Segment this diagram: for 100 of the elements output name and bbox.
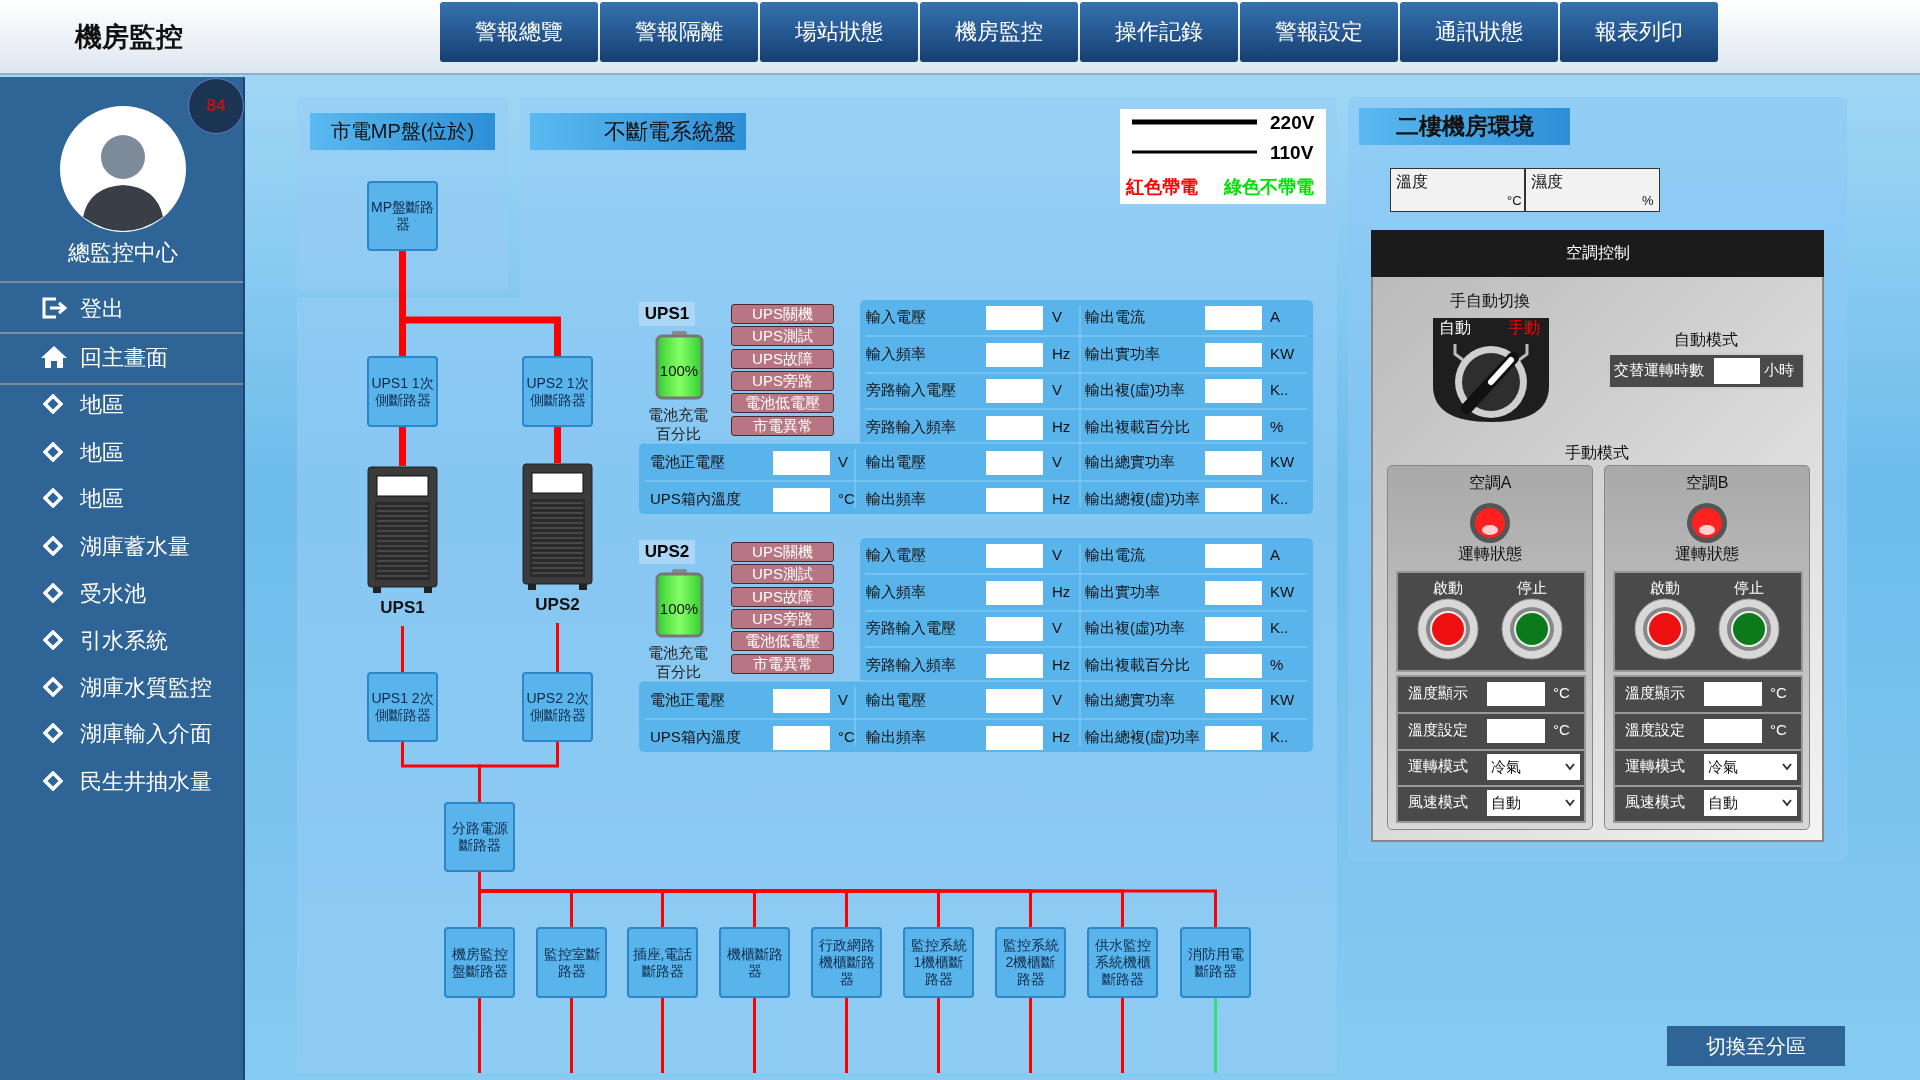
battery-percent: 100%: [659, 599, 699, 617]
field-label: 輸出實功率: [1085, 582, 1160, 602]
nav-tab: 操作記錄: [1080, 2, 1238, 62]
dropdown: 冷氣: [1704, 754, 1797, 780]
status-label: 運轉狀態: [1675, 543, 1739, 564]
status-indicator: UPS關機: [731, 304, 834, 324]
switch-button: 切換至分區: [1667, 1026, 1845, 1066]
unit-label: V: [1052, 691, 1062, 708]
power-line: [1029, 998, 1032, 1073]
breaker-box: MP盤斷路器: [367, 181, 438, 251]
power-line: [937, 998, 940, 1073]
unit-label: %: [1270, 655, 1284, 673]
unit-label: Hz: [1052, 582, 1071, 600]
panel-heading: 不斷電系統盤: [530, 113, 746, 150]
field-label: 溫度顯示: [1408, 684, 1468, 703]
breaker-box: 監控室斷路器: [536, 927, 607, 998]
nav-tab: 警報隔離: [600, 2, 758, 62]
unit-label: V: [1052, 453, 1062, 470]
unit-label: Hz: [1052, 655, 1071, 673]
nav-tab: 警報設定: [1240, 2, 1398, 62]
menu-item: 地區: [80, 391, 124, 419]
breaker-box: 行政網路機櫃斷路器: [811, 927, 882, 998]
unit-label: Hz: [1052, 728, 1071, 745]
unit-label: V: [1052, 308, 1062, 325]
unit-label: KW: [1270, 691, 1295, 708]
menu-item: 受水池: [80, 580, 146, 608]
field-label: 輸出實功率: [1085, 344, 1160, 364]
unit-label: %: [1642, 193, 1654, 208]
field-label: 旁路輸入電壓: [866, 381, 956, 400]
breaker-box: 消防用電斷路器: [1180, 927, 1251, 998]
unit-label: °C: [1553, 721, 1570, 738]
switch-position-label: 自動: [1439, 318, 1471, 338]
status-indicator: UPS旁路: [731, 608, 834, 629]
field-label: 輸出總複(虛)功率: [1085, 490, 1200, 509]
battery-caption: 電池充電百分比: [647, 405, 709, 444]
power-line: [554, 427, 561, 463]
field-label: 溫度: [1396, 172, 1428, 192]
status-indicator: UPS故障: [731, 586, 834, 607]
unit-name: UPS1: [379, 598, 426, 618]
unit-label: Hz: [1052, 417, 1071, 435]
field-label: 旁路輸入頻率: [866, 417, 956, 437]
button-label: 停止: [1734, 578, 1764, 598]
button-label: 啟動: [1650, 578, 1680, 598]
unit-label: K..: [1270, 728, 1289, 745]
unit-label: K..: [1270, 381, 1289, 398]
field-label: 輸出頻率: [866, 490, 926, 509]
power-line: [753, 998, 756, 1073]
menu-item: 回主畫面: [80, 344, 168, 372]
breaker-box: UPS2 1次側斷路器: [522, 356, 593, 427]
menu-item: 引水系統: [80, 627, 168, 655]
field-label: 輸出電流: [1085, 546, 1145, 565]
breaker-box: UPS1 2次側斷路器: [367, 672, 438, 742]
status-indicator: 市電異常: [731, 653, 834, 674]
menu-item: 民生井抽水量: [80, 768, 212, 796]
breaker-box: 監控系統2機櫃斷路器: [995, 927, 1066, 998]
legend-label: 220V: [1270, 112, 1315, 134]
unit-label: °C: [1770, 684, 1787, 701]
unit-label: V: [838, 691, 848, 708]
field-label: 輸出電流: [1085, 308, 1145, 327]
field-label: 溫度設定: [1625, 721, 1685, 740]
unit-label: °C: [838, 728, 855, 745]
field-label: 溫度顯示: [1625, 684, 1685, 703]
menu-item: 湖庫水質監控: [80, 674, 212, 702]
field-label: 輸出電壓: [866, 691, 926, 710]
field-label: 濕度: [1531, 172, 1563, 192]
field-label: 風速模式: [1625, 793, 1685, 812]
field-label: 輸出複載百分比: [1085, 655, 1190, 675]
status-indicator: UPS旁路: [731, 370, 834, 391]
status-indicator: 市電異常: [731, 415, 834, 436]
unit-label: °C: [1770, 721, 1787, 738]
field-label: 運轉模式: [1625, 757, 1685, 776]
field-label: 輸出複載百分比: [1085, 417, 1190, 437]
breaker-box: 機櫃斷路器: [719, 927, 790, 998]
unit-label: Hz: [1052, 490, 1071, 507]
unit-label: 小時: [1764, 361, 1794, 380]
switch-position-label: 手動: [1508, 318, 1540, 338]
unit-label: V: [1052, 546, 1062, 563]
breaker-box: 插座,電話斷路器: [627, 927, 698, 998]
unit-label: V: [838, 453, 848, 470]
panel: [297, 97, 508, 290]
battery-percent: 100%: [659, 361, 699, 379]
status-indicator: UPS測試: [731, 564, 834, 585]
dropdown: 自動: [1487, 790, 1580, 816]
power-line: [556, 623, 559, 672]
breaker-box: 機房監控盤斷路器: [444, 927, 515, 998]
status-indicator: 電池低電壓: [731, 393, 834, 414]
user-name: 總監控中心: [68, 239, 178, 267]
nav-tab: 警報總覽: [440, 2, 598, 62]
unit-title: 空調B: [1685, 472, 1729, 493]
field-label: 輸入頻率: [866, 344, 926, 364]
field-label: UPS箱內溫度: [650, 490, 741, 509]
field-label: 運轉模式: [1408, 757, 1468, 776]
panel-heading: 二樓機房環境: [1359, 108, 1570, 145]
power-line: [401, 626, 404, 672]
panel-header: 空調控制: [1371, 230, 1824, 277]
field-label: 輸出總實功率: [1085, 453, 1175, 472]
power-line: [399, 427, 406, 466]
unit-label: Hz: [1052, 344, 1071, 362]
nav-tab: 通訊狀態: [1400, 2, 1558, 62]
menu-item: 登出: [80, 295, 124, 323]
